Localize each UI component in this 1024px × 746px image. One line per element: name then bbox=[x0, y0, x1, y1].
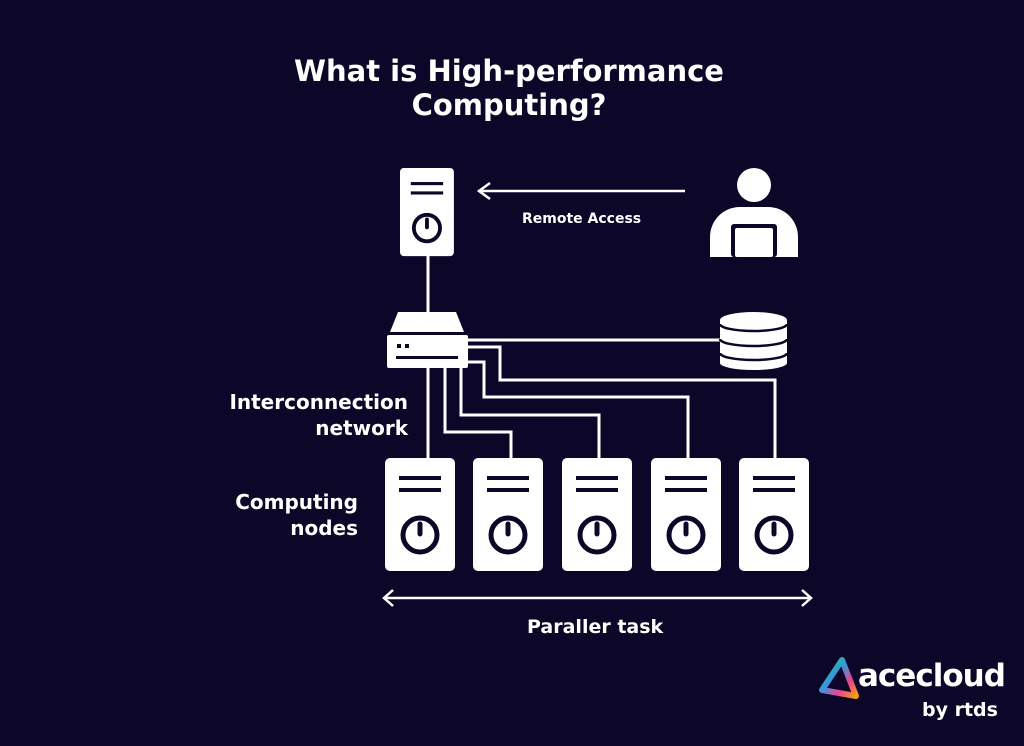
computing-line-2: nodes bbox=[290, 516, 358, 540]
switch-icon bbox=[387, 312, 468, 368]
parallel-task-arrow bbox=[382, 589, 813, 607]
logo-byline: by rtds bbox=[922, 699, 998, 721]
logo-brand: acecloud bbox=[858, 658, 1006, 694]
compute-node-1-icon bbox=[385, 458, 455, 571]
parallel-task-label: Paraller task bbox=[527, 616, 664, 638]
title-line-1: What is High-performance bbox=[294, 54, 724, 88]
title-line-2: Computing? bbox=[411, 88, 607, 122]
page-title: What is High-performance Computing? bbox=[0, 54, 1018, 122]
remote-access-arrow bbox=[476, 181, 685, 201]
compute-node-4-icon bbox=[651, 458, 721, 571]
acecloud-logo-icon bbox=[819, 657, 859, 699]
compute-node-5-icon bbox=[739, 458, 809, 571]
database-icon bbox=[718, 312, 789, 370]
remote-access-label: Remote Access bbox=[522, 211, 642, 227]
interconnection-line-1: Interconnection bbox=[229, 390, 408, 414]
computing-nodes-label: Computing nodes bbox=[235, 489, 358, 541]
head-node-server-icon bbox=[398, 166, 456, 259]
interconnection-network-label: Interconnection network bbox=[229, 389, 408, 441]
network-links bbox=[426, 256, 777, 458]
interconnection-line-2: network bbox=[315, 416, 408, 440]
compute-node-3-icon bbox=[562, 458, 632, 571]
compute-node-2-icon bbox=[473, 458, 543, 571]
user-icon bbox=[710, 168, 798, 257]
computing-line-1: Computing bbox=[235, 490, 358, 514]
